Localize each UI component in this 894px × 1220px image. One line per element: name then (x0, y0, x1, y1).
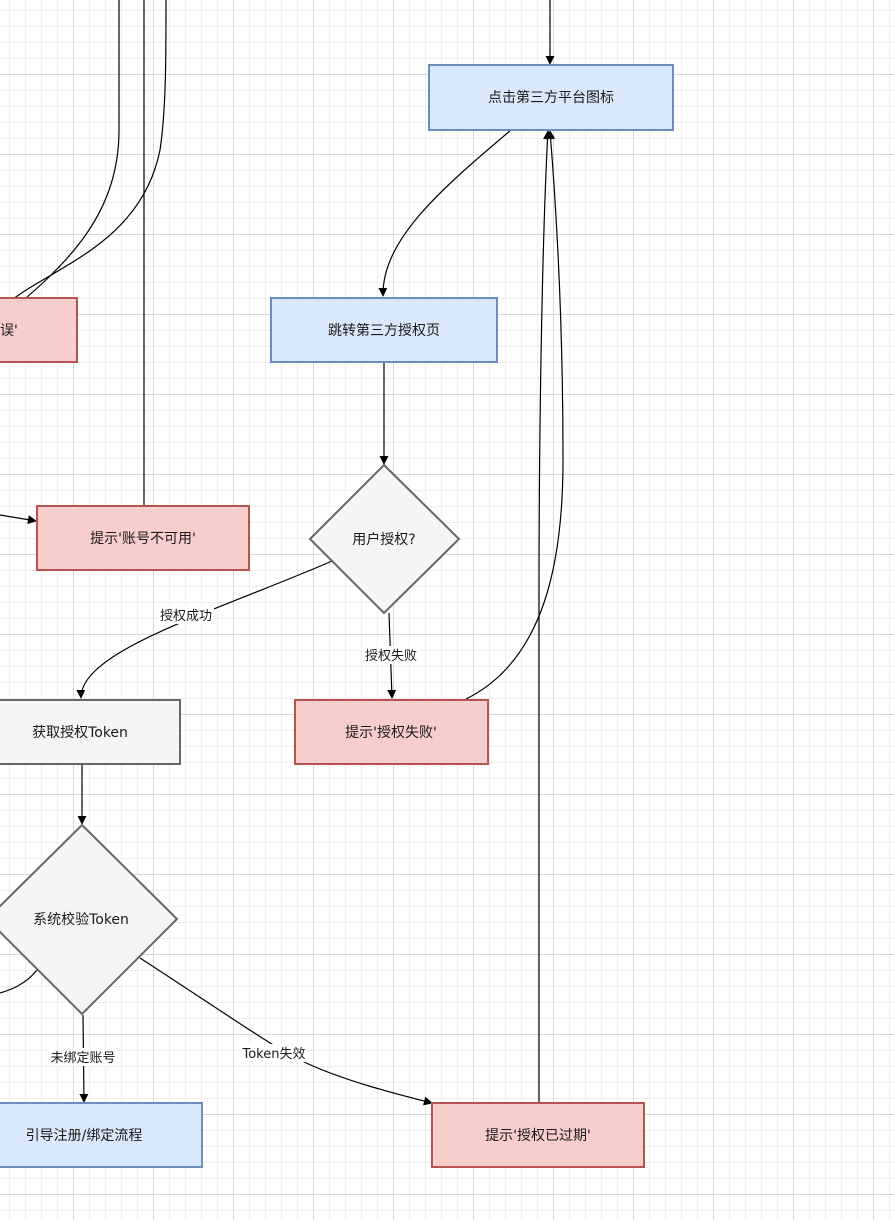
node-click-icon-label: 点击第三方平台图标 (488, 89, 614, 106)
node-auth-failed[interactable]: 提示'授权失败' (294, 699, 489, 765)
node-click-icon[interactable]: 点击第三方平台图标 (428, 64, 674, 131)
edge-curve-to-error-1[interactable] (0, 0, 120, 321)
node-get-token-label: 获取授权Token (32, 725, 128, 741)
edge-label-auth-fail: 授权失败 (365, 648, 417, 664)
node-auth-failed-label: 提示'授权失败' (345, 725, 437, 741)
node-jump-auth-page[interactable]: 跳转第三方授权页 (270, 297, 498, 363)
node-verify-token-decision[interactable]: 系统校验Token (0, 823, 179, 1016)
edge-label-unbound-group: 未绑定账号 (48, 1048, 118, 1066)
edge-labels: 授权成功 授权失败 未绑定账号 Token失效 (48, 606, 419, 1066)
edge-verify-to-auth-expired[interactable] (139, 957, 433, 1106)
edge-auth-expired-to-click[interactable] (538, 130, 553, 1103)
nodes: 点击第三方平台图标 跳转第三方授权页 误' 提示'账号不可用' 用户授权? 获取… (0, 64, 674, 1168)
edge-label-token-invalid-group: Token失效 (242, 1044, 306, 1062)
node-user-auth-decision[interactable]: 用户授权? (308, 463, 461, 615)
node-auth-expired[interactable]: 提示'授权已过期' (431, 1102, 645, 1168)
edge-curve-to-error-2[interactable] (0, 0, 167, 311)
edge-label-unbound: 未绑定账号 (50, 1051, 115, 1066)
edge-click-to-jump[interactable] (378, 129, 512, 297)
node-error-partial[interactable]: 误' (0, 297, 78, 363)
node-jump-auth-page-label: 跳转第三方授权页 (328, 322, 440, 339)
edge-label-token-invalid: Token失效 (242, 1047, 306, 1062)
node-get-token[interactable]: 获取授权Token (0, 699, 181, 765)
edge-label-auth-fail-group: 授权失败 (363, 646, 419, 664)
node-account-unavailable-label: 提示'账号不可用' (90, 531, 196, 547)
node-account-unavailable[interactable]: 提示'账号不可用' (36, 505, 250, 571)
edge-into-account-unavailable[interactable] (0, 514, 37, 525)
edge-verify-left-exit[interactable] (0, 969, 38, 994)
edge-auth-failed-to-click[interactable] (465, 130, 564, 700)
node-guide-register[interactable]: 引导注册/绑定流程 (0, 1102, 203, 1168)
edge-label-auth-success-group: 授权成功 (158, 606, 214, 624)
node-error-partial-label: 误' (0, 323, 18, 339)
node-user-auth-decision-label: 用户授权? (352, 531, 415, 548)
node-verify-token-decision-label: 系统校验Token (33, 911, 129, 928)
edge-label-auth-success: 授权成功 (160, 608, 212, 624)
node-guide-register-label: 引导注册/绑定流程 (26, 1128, 143, 1144)
edge-decision-to-get-token[interactable] (76, 560, 333, 699)
node-auth-expired-label: 提示'授权已过期' (485, 1128, 591, 1144)
